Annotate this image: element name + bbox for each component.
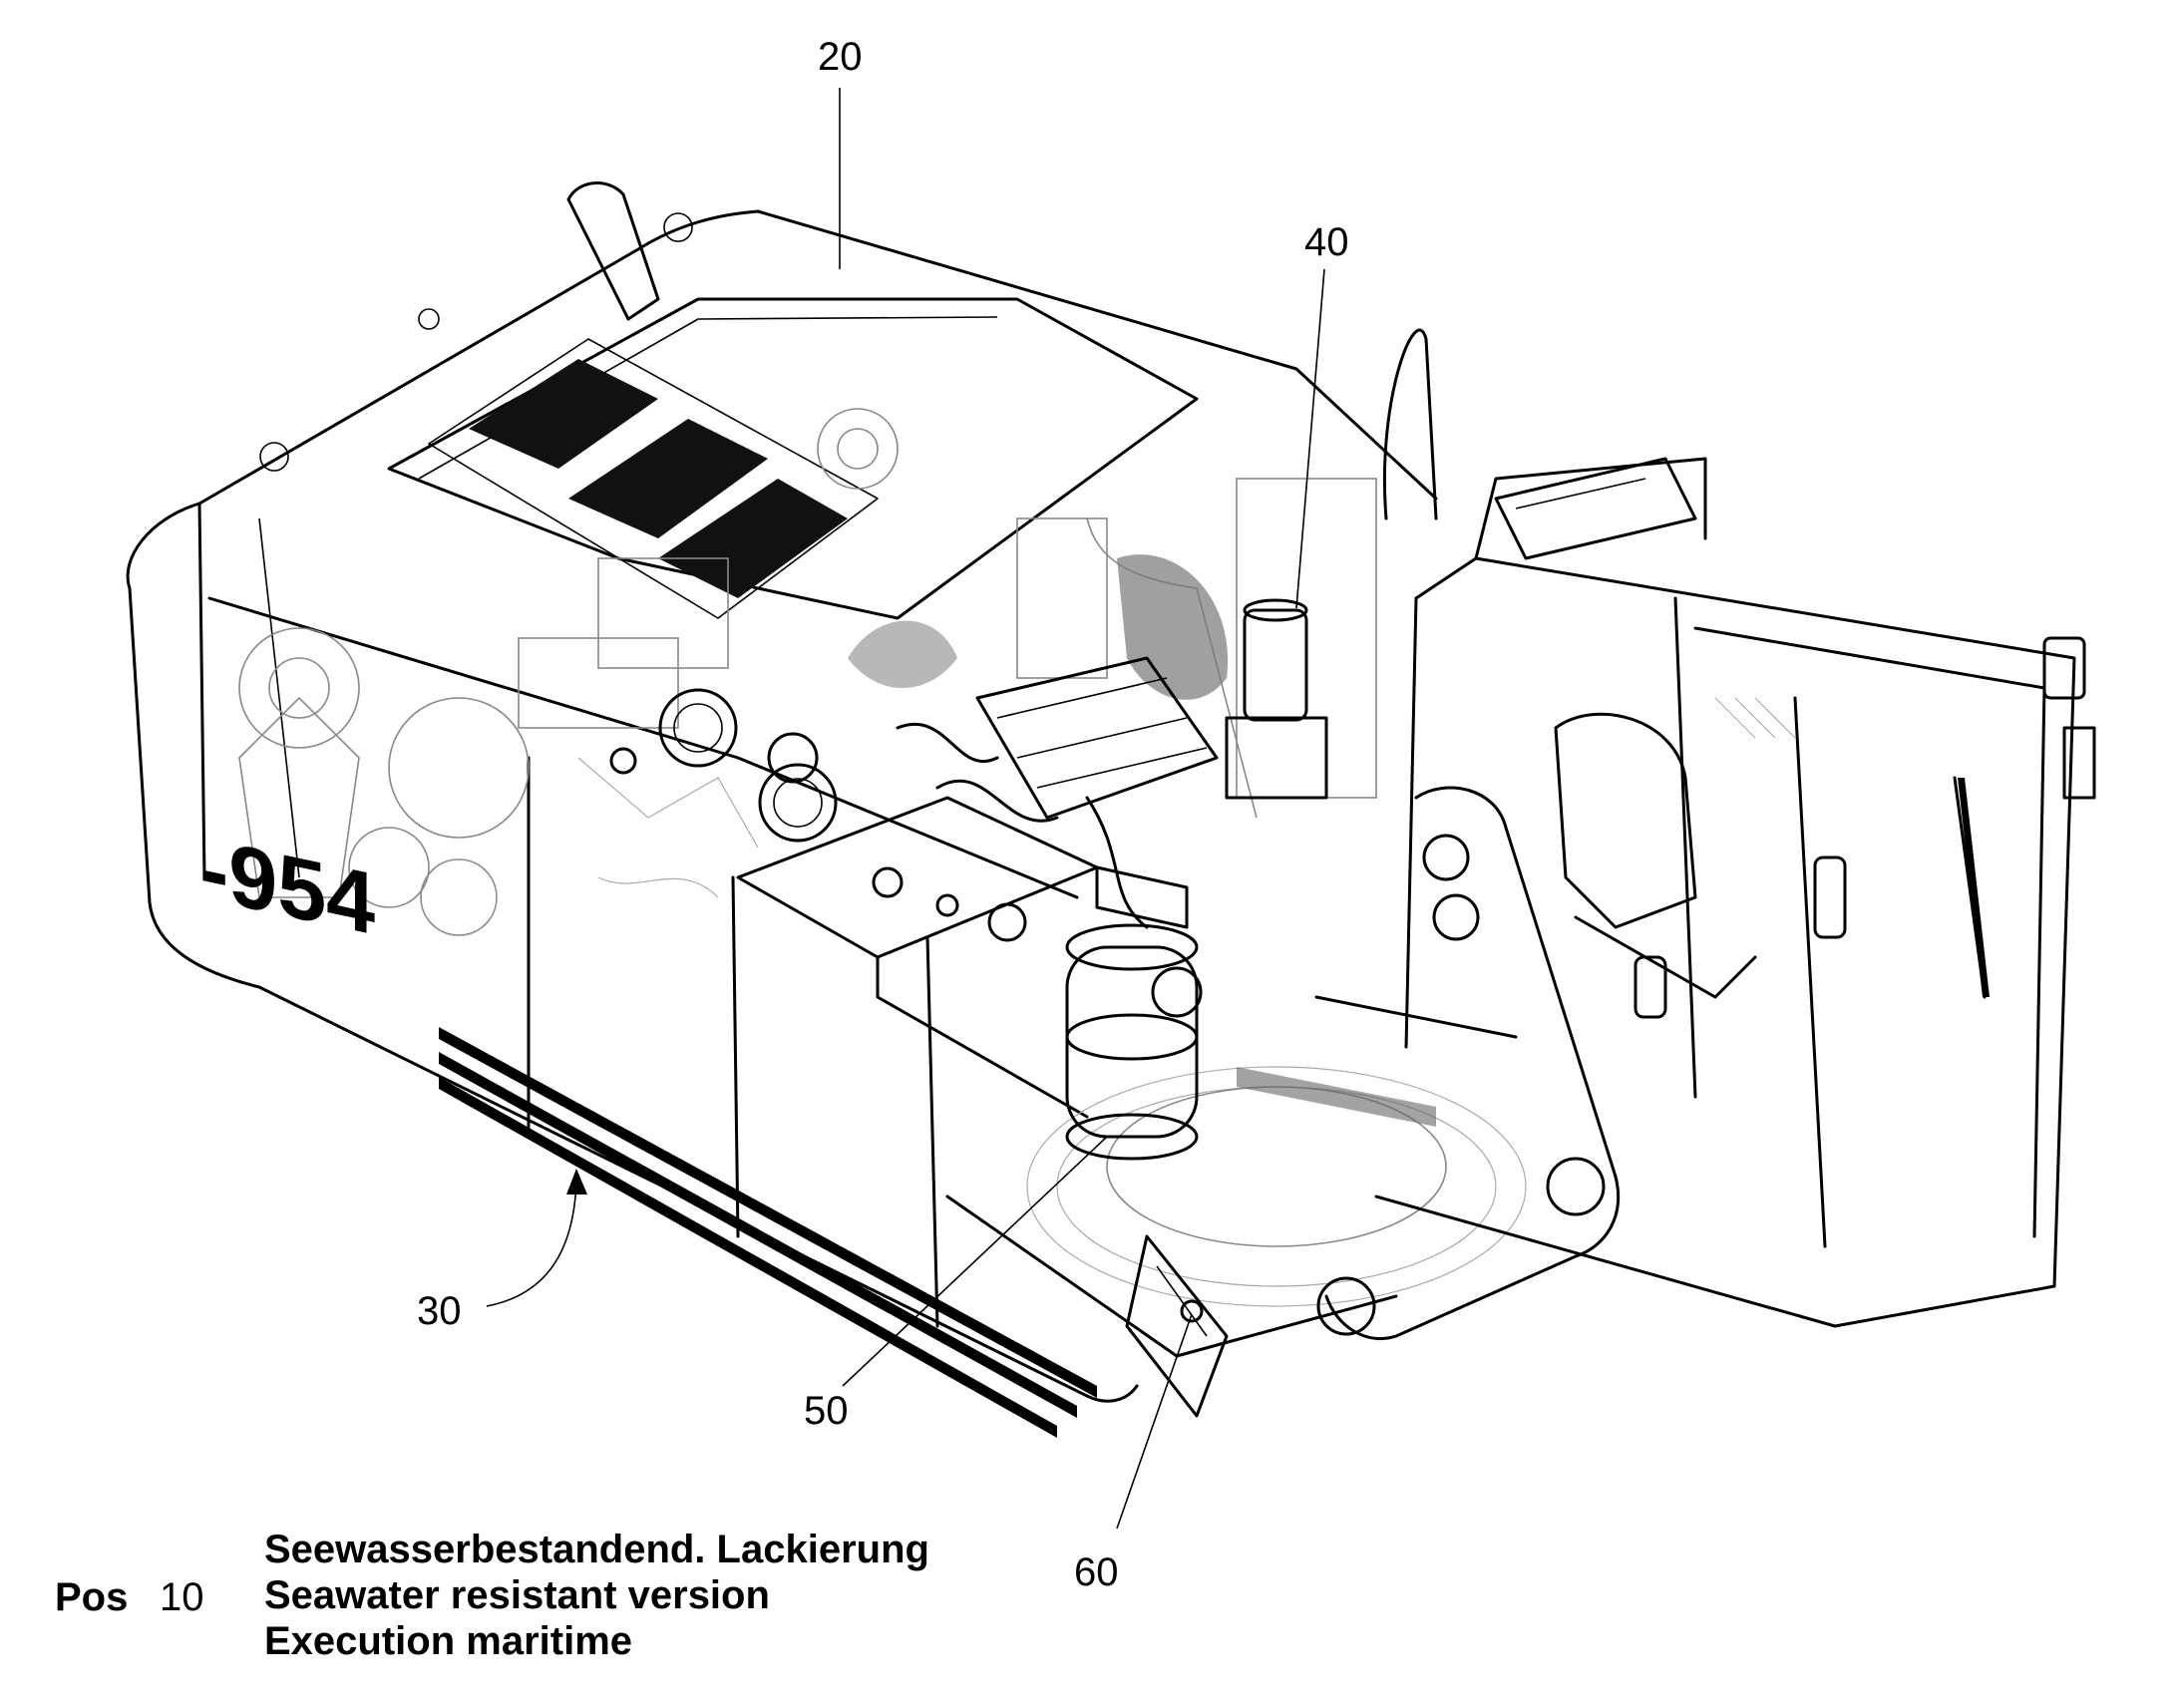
callout-40: 40 — [1304, 220, 1349, 264]
hydraulic-filter-40 — [1225, 598, 1328, 800]
callout-30: 30 — [417, 1289, 462, 1333]
caption-line-german: Seewasserbestandend. Lackierung — [264, 1528, 929, 1571]
swing-ring-and-rotary-joint-50 — [1026, 865, 1527, 1307]
callout-50: 50 — [804, 1389, 849, 1433]
engine-grilles — [428, 338, 879, 619]
boom-foot-frame — [945, 786, 1621, 1358]
operator-cab — [1374, 328, 2096, 1328]
step-ladder-60 — [1125, 1234, 1229, 1418]
tank-deck — [736, 796, 1099, 1119]
caption-pos-label: Pos — [55, 1575, 128, 1619]
control-valve-block — [896, 656, 1219, 929]
caption-line-english: Seawater resistant version — [264, 1573, 770, 1617]
callout-labels: 20 40 30 50 60 — [417, 35, 1349, 1594]
callout-20: 20 — [818, 35, 863, 79]
caption: Pos 10 Seewasserbestandend. Lackierung S… — [55, 1528, 929, 1663]
callout-leaders — [486, 88, 1325, 1530]
side-stripes — [439, 1027, 1097, 1438]
callout-60: 60 — [1074, 1550, 1119, 1594]
model-badge: -954 — [199, 818, 375, 953]
caption-pos-number: 10 — [160, 1575, 204, 1619]
engine-internals — [238, 408, 1377, 936]
model-badge-text: -954 — [199, 818, 375, 953]
caption-line-french: Execution maritime — [264, 1619, 632, 1663]
